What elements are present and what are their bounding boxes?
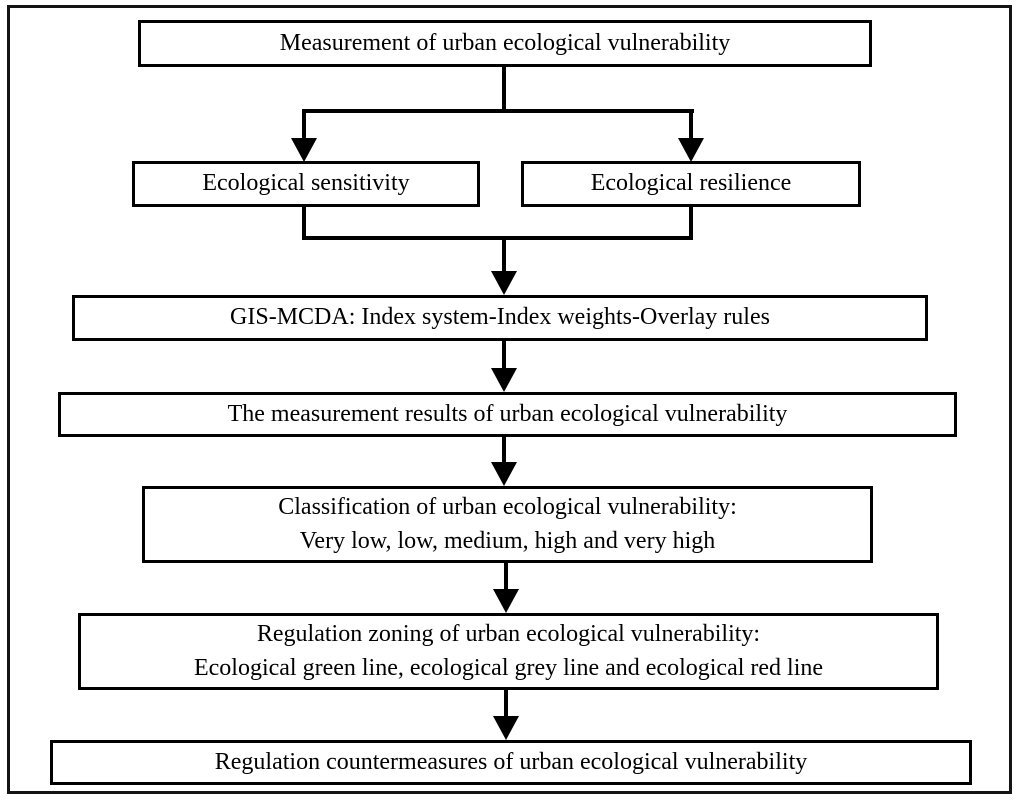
connector-resilience-stem [689, 207, 693, 240]
node-classification-line2: Very low, low, medium, high and very hig… [299, 527, 716, 554]
node-ecological-sensitivity-label: Ecological sensitivity [202, 170, 410, 197]
connector-join-horizontal [302, 236, 693, 240]
node-measurement-results-label: The measurement results of urban ecologi… [227, 400, 788, 427]
connector-zoning-to-countermeasures [504, 690, 508, 717]
node-ecological-sensitivity: Ecological sensitivity [132, 161, 480, 207]
node-measurement: Measurement of urban ecological vulnerab… [138, 20, 872, 67]
node-ecological-resilience-label: Ecological resilience [590, 170, 792, 197]
node-regulation-zoning-line1: Regulation zoning of urban ecological vu… [256, 621, 761, 648]
node-gis-mcda: GIS-MCDA: Index system-Index weights-Ove… [72, 295, 928, 341]
node-gis-mcda-label: GIS-MCDA: Index system-Index weights-Ove… [230, 304, 770, 331]
arrowhead-down-countermeasures-icon [493, 716, 519, 740]
connector-split-left-drop [302, 109, 306, 140]
connector-classification-to-zoning [504, 563, 508, 590]
node-measurement-results: The measurement results of urban ecologi… [58, 392, 957, 437]
arrowhead-down-results-icon [491, 368, 517, 392]
node-measurement-label: Measurement of urban ecological vulnerab… [279, 29, 731, 56]
node-regulation-zoning-line2: Ecological green line, ecological grey l… [193, 654, 824, 681]
node-regulation-zoning-label: Regulation zoning of urban ecological vu… [194, 618, 823, 684]
connector-results-to-classification [502, 437, 506, 463]
connector-sensitivity-stem [302, 207, 306, 240]
arrowhead-down-sensitivity-icon [291, 138, 317, 162]
connector-measurement-stem [502, 66, 506, 111]
node-classification: Classification of urban ecological vulne… [142, 486, 873, 563]
connector-join-center-drop [502, 236, 506, 272]
arrowhead-down-gis-mcda-icon [491, 271, 517, 295]
node-ecological-resilience: Ecological resilience [521, 161, 861, 207]
node-regulation-zoning: Regulation zoning of urban ecological vu… [78, 613, 939, 690]
connector-split-horizontal [302, 109, 694, 113]
node-regulation-countermeasures-label: Regulation countermeasures of urban ecol… [214, 748, 808, 775]
connector-split-right-drop [689, 109, 693, 140]
node-classification-label: Classification of urban ecological vulne… [278, 491, 737, 557]
connector-gis-to-results [502, 341, 506, 369]
node-classification-line1: Classification of urban ecological vulne… [278, 494, 737, 521]
arrowhead-down-resilience-icon [678, 138, 704, 162]
node-regulation-countermeasures: Regulation countermeasures of urban ecol… [50, 740, 972, 785]
arrowhead-down-zoning-icon [493, 589, 519, 613]
arrowhead-down-classification-icon [491, 462, 517, 486]
